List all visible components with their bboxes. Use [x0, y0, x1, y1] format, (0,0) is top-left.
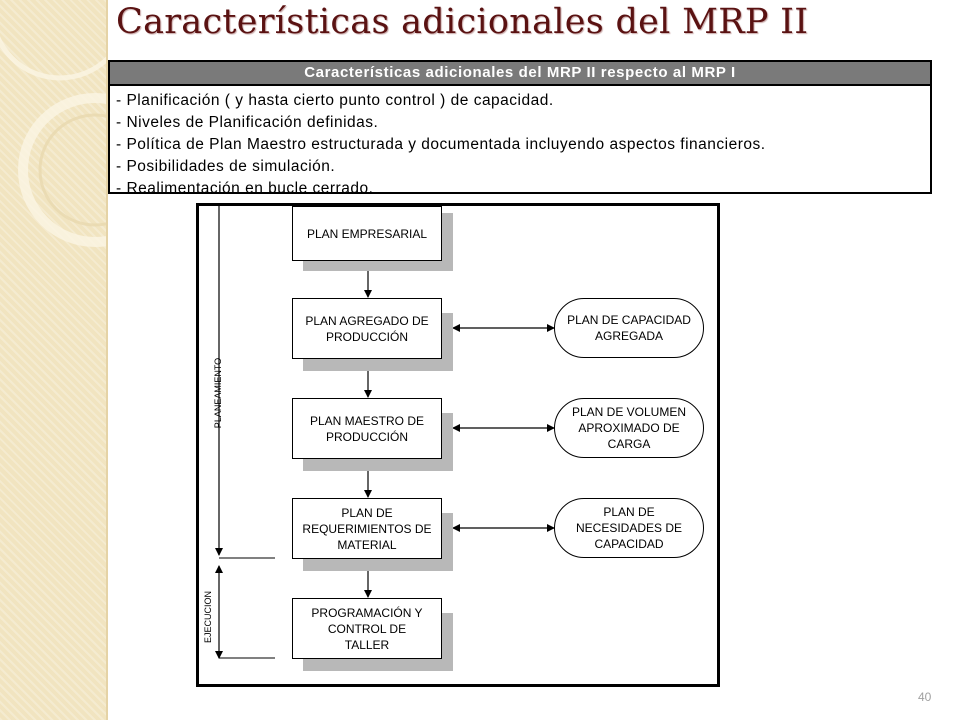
feature-item: - Niveles de Planificación definidas. [116, 114, 379, 131]
decorative-rings [0, 36, 106, 247]
feature-item: - Planificación ( y hasta cierto punto c… [116, 92, 554, 109]
mrp-diagram: PLAN EMPRESARIAL PLAN AGREGADO DE PRODUC… [196, 203, 720, 687]
feature-item: - Realimentación en bucle cerrado. [116, 180, 374, 197]
features-table: Características adicionales del MRP II r… [108, 60, 932, 197]
capacity-oval-aggregate: PLAN DE CAPACIDAD AGREGADA [554, 298, 704, 358]
diagram-connectors [215, 206, 555, 659]
page-number: 40 [918, 690, 932, 704]
plan-box-business: PLAN EMPRESARIAL [292, 206, 442, 261]
features-table-header: Características adicionales del MRP II r… [110, 62, 930, 86]
planning-label: PLANEAMIENTO [213, 357, 223, 429]
feature-item: - Política de Plan Maestro estructurada … [116, 136, 766, 153]
feature-item: - Posibilidades de simulación. [116, 158, 336, 175]
plan-box-master-production: PLAN MAESTRO DE PRODUCCIÓN [292, 398, 442, 459]
plan-box-shop-control: PROGRAMACIÓN Y CONTROL DE TALLER [292, 598, 442, 659]
plan-box-aggregate-production: PLAN AGREGADO DE PRODUCCIÓN [292, 298, 442, 359]
plan-box-material-requirements: PLAN DE REQUERIMIENTOS DE MATERIAL [292, 498, 442, 559]
capacity-oval-requirements: PLAN DE NECESIDADES DE CAPACIDAD [554, 498, 704, 558]
execution-label: EJECUCION [203, 591, 213, 644]
decorative-side-band [0, 0, 108, 720]
slide-title: Características adicionales del MRP II [116, 2, 809, 42]
capacity-oval-load-volume: PLAN DE VOLUMEN APROXIMADO DE CARGA [554, 398, 704, 458]
features-list: - Planificación ( y hasta cierto punto c… [110, 86, 930, 200]
